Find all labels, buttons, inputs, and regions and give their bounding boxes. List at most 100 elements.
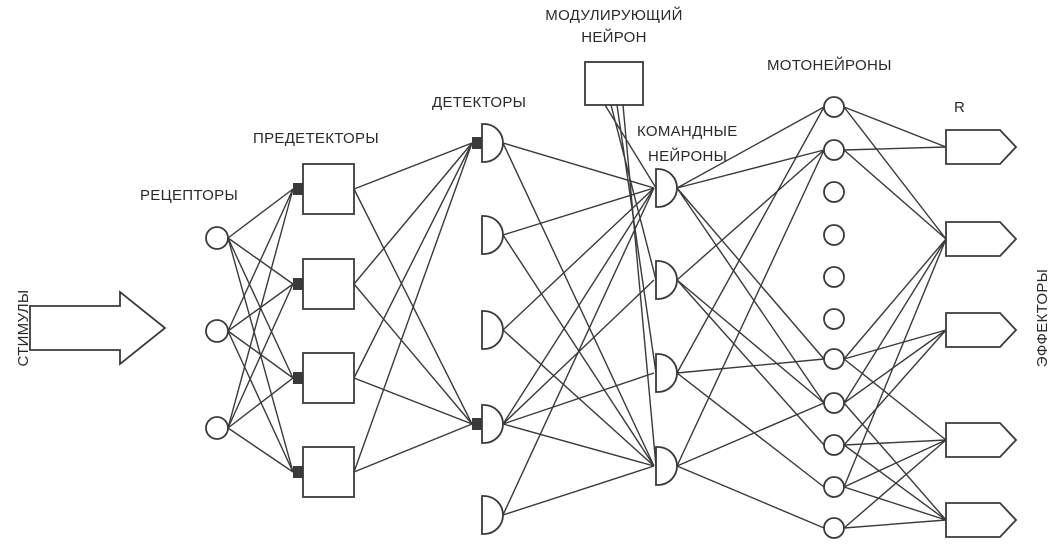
detector-command-connection [502,142,655,189]
command-motoneuron-connection [676,402,825,467]
stimulus-arrow-icon [29,290,167,366]
detector-node [481,404,504,444]
motoneuron-node [823,308,845,330]
motoneuron-node [823,392,845,414]
detector-command-connection [502,187,655,331]
motoneuron-effector-connection [843,149,947,240]
command-neuron-node [655,168,678,208]
receptor-predetector-connection [227,377,294,429]
detectors-label: ДЕТЕКТОРЫ [432,94,526,111]
predetector-node [302,163,355,215]
detector-command-connection [502,142,655,467]
synapse-marker [472,418,482,430]
motoneuron-effector-connection [843,106,947,240]
modulating-neuron-node [584,61,644,106]
motoneuron-effector-connection [843,358,947,441]
receptor-node [205,226,229,250]
detector-command-connection [502,372,655,425]
nodes [205,61,1018,539]
motoneuron-effector-connection [843,329,947,360]
command-neuron-node [655,446,678,486]
effector-node [945,502,1018,538]
receptor-predetector-connection [227,188,294,429]
detector-command-connection [502,423,655,467]
predetector-detector-connection [353,142,473,285]
detector-node [481,123,504,163]
motoneuron-node [823,224,845,246]
predetectors-label: ПРЕДЕТЕКТОРЫ [253,130,379,147]
effector-node [945,312,1018,348]
command-motoneuron-connection [676,149,825,281]
receptor-predetector-connection [227,283,294,429]
motoneuron-effector-connection [843,439,947,446]
motoneuron-node [823,181,845,203]
motoneuron-effector-connection [843,439,947,529]
modulating-command-connection [610,104,657,281]
motoneuron-node [823,266,845,288]
predetector-detector-connection [353,377,473,425]
motoneuron-node [823,96,845,118]
modulating-command-connection [604,104,657,189]
motoneuron-effector-connection [843,444,947,521]
detector-node [481,495,504,535]
motoneuron-effector-connection [843,519,947,529]
effector-node [945,129,1018,165]
receptor-predetector-connection [227,427,294,473]
predetector-detector-connection [353,142,473,379]
motoneuron-node [823,139,845,161]
motoneuron-node [823,517,845,539]
command-motoneuron-connection [676,279,825,404]
predetector-detector-connection [353,283,473,425]
motoneuron-effector-connection [843,329,947,404]
stimuli-label: СТИМУЛЫ [15,289,32,366]
motoneuron-effector-connection [843,106,947,148]
predetector-node [302,446,355,498]
motoneuron-node [823,476,845,498]
detector-node [481,215,504,255]
command-motoneuron-connection [676,279,825,446]
motoneuron-effector-connection [843,238,947,404]
modulating-neuron-label-line2: НЕЙРОН [581,28,647,46]
receptor-predetector-connection [227,188,294,332]
synapse-marker [293,183,303,195]
command-neuron-node [655,353,678,393]
synapse-marker [472,137,482,149]
synapse-marker [293,372,303,384]
motoneuron-effector-connection [843,486,947,521]
receptor-node [205,319,229,343]
receptors-label: РЕЦЕПТОРЫ [140,187,238,204]
effectors-label: ЭФФЕКТОРЫ [1034,269,1051,367]
detector-command-connection [502,465,655,516]
modulating-command-connection [622,104,657,467]
r-label: R [954,99,965,116]
synapse-marker [293,278,303,290]
modulating-neuron-label-line1: МОДУЛИРУЮЩИЙ [545,6,682,24]
motoneurons-label: МОТОНЕЙРОНЫ [767,56,892,74]
motoneuron-node [823,434,845,456]
effector-node [945,221,1018,257]
command-motoneuron-connection [676,465,825,529]
predetector-node [302,352,355,404]
motoneuron-node [823,348,845,370]
motoneuron-effector-connection [843,329,947,446]
effector-node [945,422,1018,458]
command-motoneuron-connection [676,372,825,488]
receptor-predetector-connection [227,330,294,473]
motoneuron-effector-connection [843,238,947,488]
detector-node [481,310,504,350]
connections [227,104,947,529]
command-motoneuron-connection [676,106,825,374]
detector-command-connection [502,187,655,516]
predetector-node [302,258,355,310]
motoneuron-effector-connection [843,238,947,360]
command-motoneuron-connection [676,187,825,404]
motoneuron-effector-connection [843,146,947,151]
receptor-predetector-connection [227,188,294,239]
command-motoneuron-connection [676,149,825,189]
motoneuron-effector-connection [843,402,947,521]
synapse-marker [293,466,303,478]
predetector-detector-connection [353,423,473,473]
predetector-detector-connection [353,142,473,473]
command-motoneuron-connection [676,106,825,189]
